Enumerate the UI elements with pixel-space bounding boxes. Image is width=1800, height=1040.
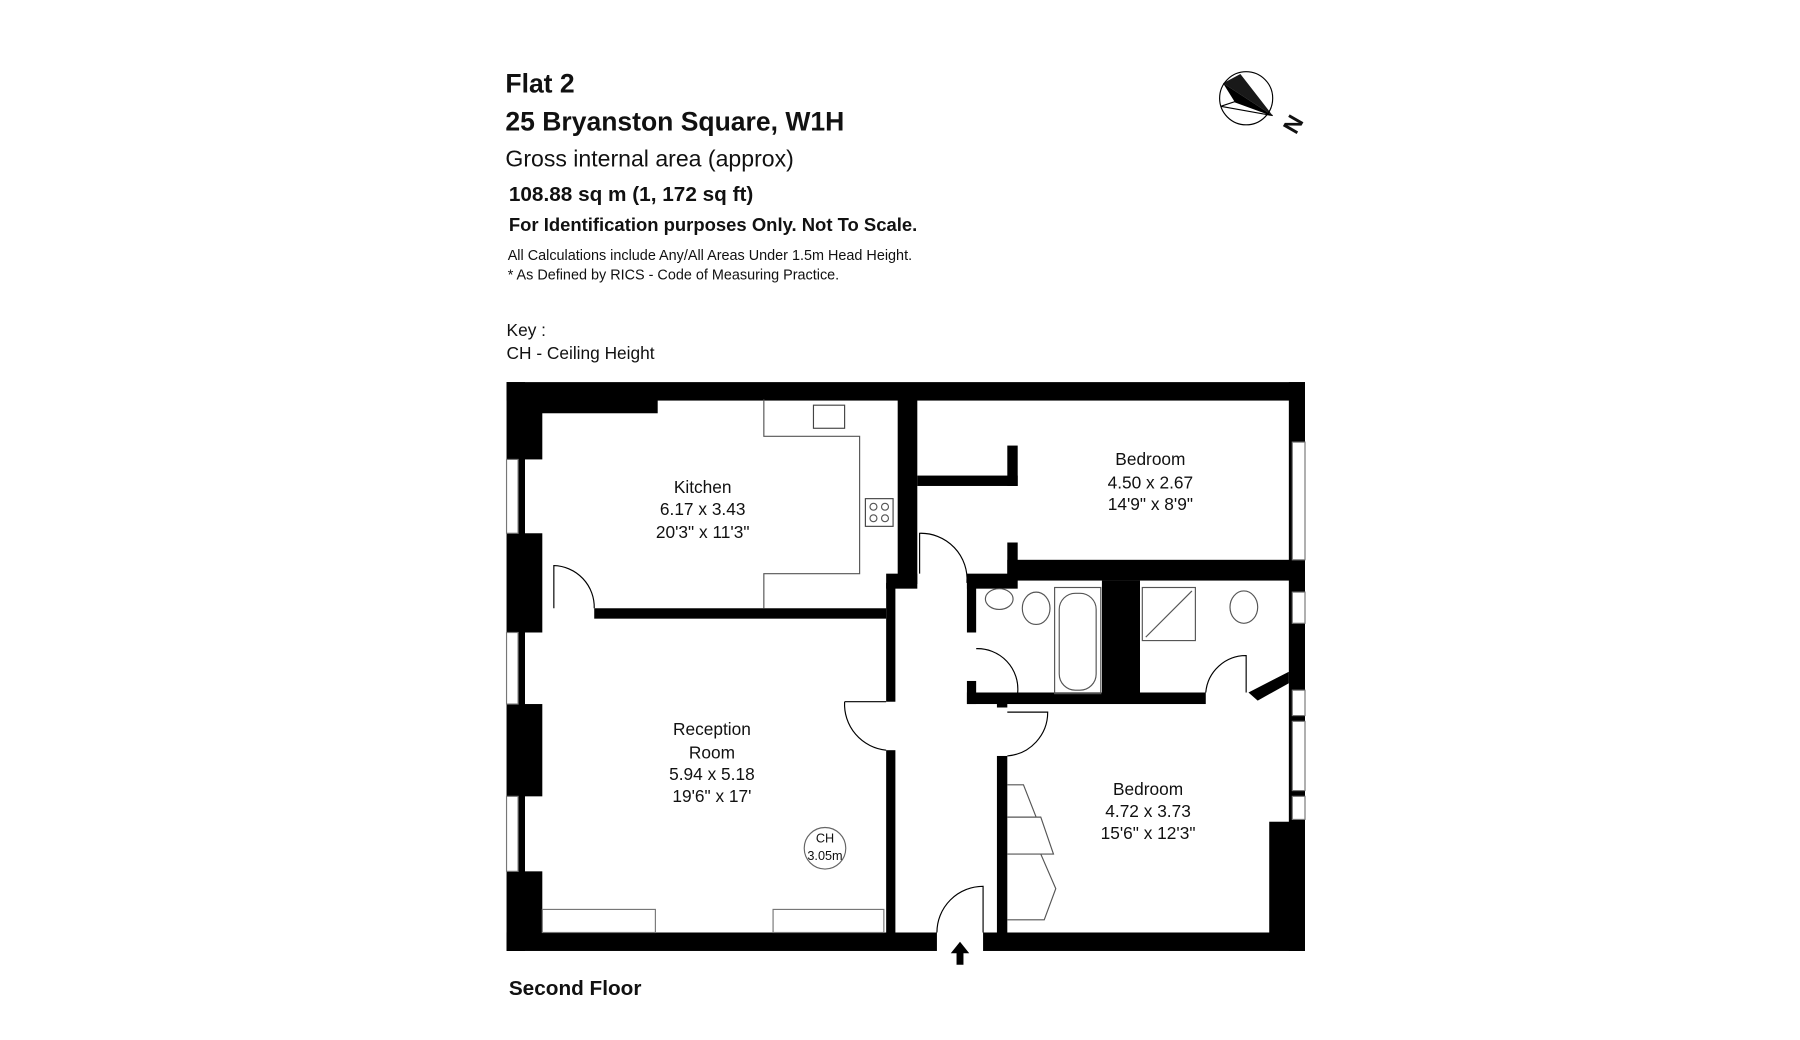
ch-value: 3.05m [807, 849, 842, 863]
hob-icon [864, 498, 894, 527]
room-metric: 5.94 x 5.18 [669, 764, 755, 784]
room-imperial: 14'9" x 8'9" [1108, 494, 1193, 514]
room-metric: 4.50 x 2.67 [1108, 472, 1194, 492]
key-title: Key : [507, 320, 546, 340]
north-compass-icon: N [1219, 71, 1309, 138]
room-name: Bedroom [1115, 449, 1185, 469]
ch-label: CH [816, 832, 834, 846]
entrance-arrow-icon [950, 941, 970, 965]
room-imperial: 20'3" x 11'3" [656, 522, 750, 542]
shower-icon [1141, 586, 1196, 642]
room-kitchen: Kitchen 6.17 x 3.43 20'3" x 11'3" [656, 477, 750, 542]
header: Flat 2 25 Bryanston Square, W1H Gross in… [505, 69, 917, 364]
disclaimer: For Identification purposes Only. Not To… [509, 214, 917, 235]
calc-note: All Calculations include Any/All Areas U… [508, 248, 912, 264]
room-name: Reception [673, 719, 751, 739]
room-imperial: 19'6" x 17' [672, 786, 751, 806]
toilet-icon [1021, 591, 1051, 625]
doors [553, 532, 1247, 933]
toilet-icon [1229, 590, 1259, 624]
address-title: 25 Bryanston Square, W1H [505, 107, 844, 137]
compass-north-label: N [1278, 110, 1309, 137]
room-bedroom-2: Bedroom 4.72 x 3.73 15'6" x 12'3" [1101, 779, 1196, 843]
room-name: Kitchen [674, 477, 732, 497]
room-metric: 6.17 x 3.43 [660, 499, 746, 519]
floor-label: Second Floor [509, 977, 642, 1000]
fixtures [763, 399, 1259, 921]
basin-icon [984, 588, 1014, 610]
room-reception: Reception Room 5.94 x 5.18 19'6" x 17' [669, 719, 755, 806]
bath-icon [1054, 586, 1102, 695]
kitchen-sink-icon [812, 404, 846, 429]
area-value: 108.88 sq m (1, 172 sq ft) [509, 183, 754, 206]
windows [505, 441, 1306, 934]
room-imperial: 15'6" x 12'3" [1101, 823, 1196, 843]
room-name: Bedroom [1113, 779, 1183, 799]
flat-title: Flat 2 [505, 69, 574, 99]
rics-note: * As Defined by RICS - Code of Measuring… [508, 267, 840, 283]
room-metric: 4.72 x 3.73 [1105, 801, 1191, 821]
ceiling-height-marker: CH 3.05m [803, 826, 847, 870]
key-ch: CH - Ceiling Height [507, 343, 655, 363]
gia-label: Gross internal area (approx) [505, 145, 793, 171]
room-bedroom-1: Bedroom 4.50 x 2.67 14'9" x 8'9" [1108, 449, 1194, 514]
room-name-2: Room [689, 742, 735, 762]
